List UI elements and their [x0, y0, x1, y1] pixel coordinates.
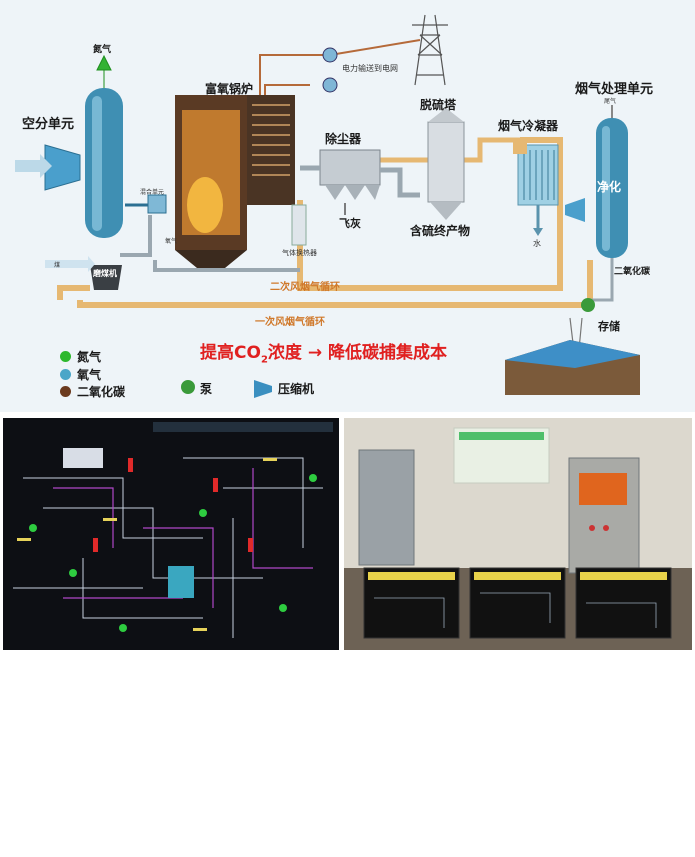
legend-pump-icon: [181, 380, 195, 394]
hmi-title: 锅炉空气: [11, 846, 51, 857]
turbine-icon: [322, 47, 338, 63]
coal-mill: [90, 265, 122, 290]
flame-monitor-screen: [579, 473, 627, 505]
oxygen-dot-icon: [60, 369, 71, 380]
primary-loop-label: 一次风烟气循环: [255, 317, 325, 328]
process-diagram: 氮气 空分单元 富氧锅炉 电力输送到电网 除尘器 脱硫塔 烟气冷凝器 烟气处理单…: [0, 0, 695, 412]
secondary-recirculation-pipe: [297, 137, 563, 291]
coal-inlet-arrow-icon: [45, 256, 95, 272]
electrical-cabinet: [358, 449, 415, 566]
legend-oxygen: 氧气: [60, 366, 101, 383]
coal-label: 煤: [54, 262, 61, 269]
fly-ash-label: 飞灰: [339, 217, 361, 230]
legend-nitrogen: 氮气: [60, 348, 101, 365]
legend-compressor: 压缩机: [278, 382, 315, 396]
heat-exchanger-bank: [247, 95, 295, 205]
gray-pipe-1: [153, 260, 300, 272]
power-line: [259, 39, 421, 95]
boiler-flame: [187, 177, 223, 233]
flue-condenser-label: 烟气冷凝器: [498, 119, 559, 133]
hmi-boiler-block: [168, 566, 194, 598]
co2-dot-icon: [60, 386, 71, 397]
legend-compressor-icon: [254, 380, 272, 398]
oxy-boiler-label: 富氧锅炉: [205, 82, 254, 96]
gray-pipe-2: [120, 215, 152, 257]
primary-recirculation-pipe: [77, 260, 593, 308]
gas-heater: [291, 204, 307, 246]
mixer-label: 混合单元: [140, 189, 165, 196]
control-room-svg: [344, 418, 692, 650]
storage-label: 存储: [598, 320, 620, 333]
power-grid-label: 电力输送到电网: [342, 64, 398, 73]
air-compressor-icon: [44, 144, 81, 191]
nitrogen-label: 氮气: [93, 45, 112, 55]
hmi-schematic-svg: [3, 418, 339, 650]
mixer-box: [147, 194, 167, 214]
legend-pump: 泵: [200, 382, 213, 396]
water-label: 水: [533, 239, 541, 248]
purification-label: 净化: [597, 180, 622, 194]
generator-icon: [322, 77, 338, 93]
dust-collector: [319, 149, 381, 186]
flue-treatment-label: 烟气处理单元: [575, 82, 654, 97]
co2-label: 二氧化碳: [614, 267, 651, 277]
coal-feed-pipe: [57, 285, 90, 300]
oxygen-feed-label: 氧气: [165, 238, 178, 245]
gas-heater-label: 气体换热器: [282, 249, 317, 257]
co2-compressor-icon: [565, 198, 585, 222]
dust-removal-label: 除尘器: [325, 132, 362, 146]
nitrogen-arrow-icon: [96, 54, 112, 88]
secondary-loop-label: 二次风烟气循环: [270, 282, 340, 293]
air-inlet-arrow-icon: [15, 154, 52, 178]
steam-line: [264, 84, 310, 95]
legend-co2: 二氧化碳: [60, 383, 125, 400]
hmi-coal-bunkers: [63, 448, 103, 468]
air-separation-label: 空分单元: [22, 117, 75, 132]
coal-mill-label: 磨煤机: [93, 269, 117, 278]
desulfurization-tower: [427, 121, 465, 203]
exhaust-label: 尾气: [604, 98, 617, 105]
storage-pump-icon: [581, 298, 595, 312]
air-separation-column: [85, 88, 123, 238]
sulfur-products-label: 含硫终产物: [410, 224, 471, 238]
nitrogen-dot-icon: [60, 351, 71, 362]
water-arrow-icon: [533, 228, 543, 236]
hmi-screen-photo: 锅炉空气: [3, 418, 339, 857]
flue-condenser: [517, 144, 559, 206]
process-diagram-svg: [15, 14, 640, 398]
headline: 提高CO2浓度 → 降低碳捕集成本: [200, 343, 447, 366]
desulfurization-label: 脱硫塔: [420, 98, 457, 112]
transmission-tower-icon: [412, 14, 448, 86]
control-room-photo: [344, 418, 692, 650]
